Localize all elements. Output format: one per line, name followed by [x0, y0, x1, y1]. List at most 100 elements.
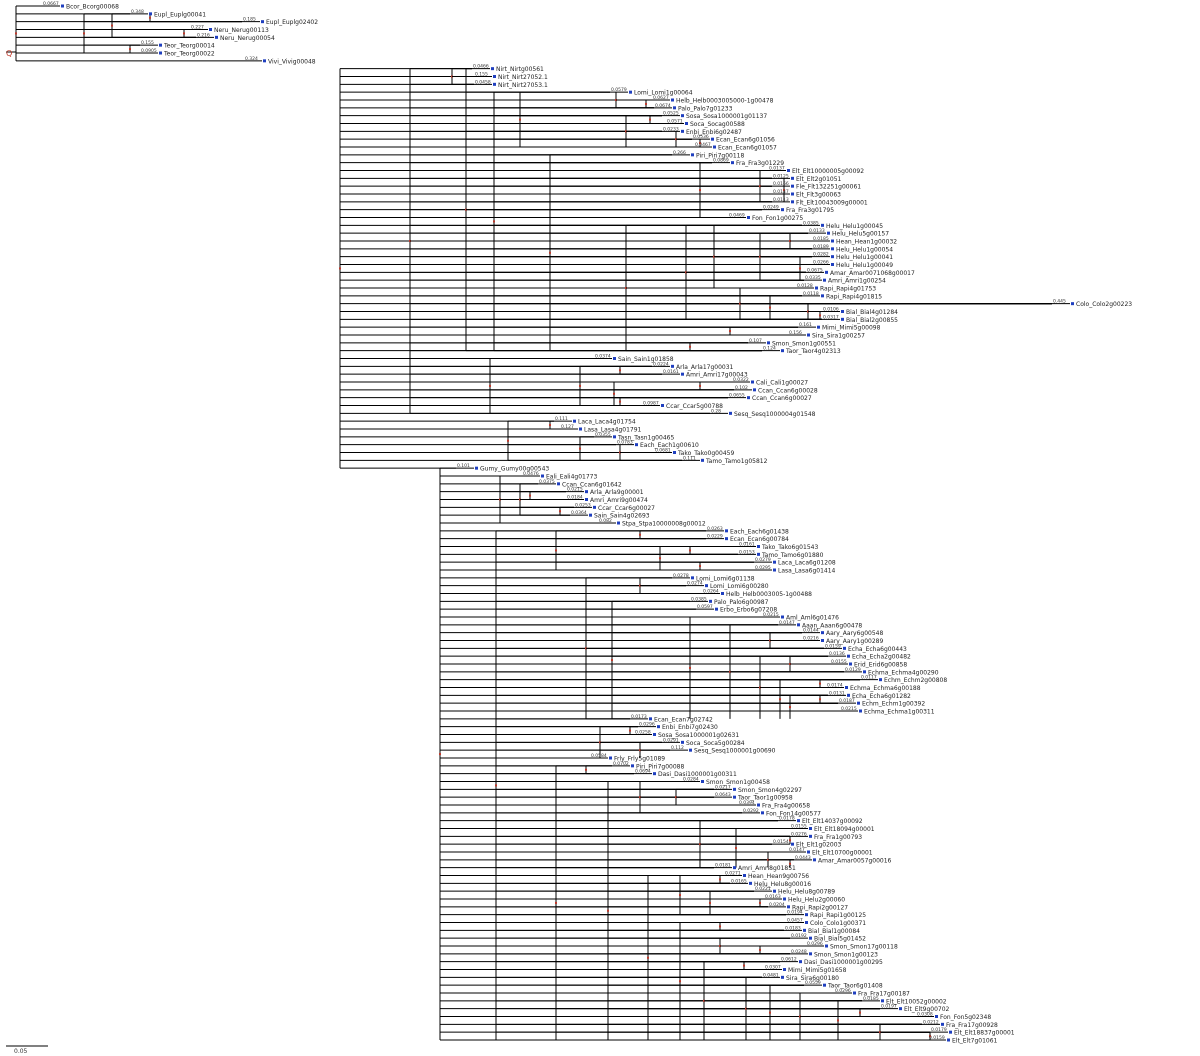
taxon-label: Each_Each1g00610 — [640, 442, 699, 449]
taxon-label: Eupl_Euplg02402 — [266, 19, 318, 26]
taxon-label: Dasi_Dasi1000001g00311 — [658, 771, 737, 778]
branch-support-value: 0.0113 — [773, 197, 789, 203]
branch-support-value: 0.0173 — [631, 714, 647, 720]
branch-support-value: 0.0153 — [739, 549, 755, 555]
taxon-marker — [827, 231, 830, 235]
taxon-label: Mimi_Mimi5g00098 — [822, 325, 881, 332]
taxon-label: Helu_Helu8g00016 — [754, 881, 811, 888]
branch-support-value: 0.107 — [749, 338, 762, 344]
node-marker — [607, 909, 609, 912]
branch-support-value: 0.0276 — [791, 831, 807, 837]
taxon-label: Ccar_Ccar6g00027 — [598, 505, 655, 512]
branch-support-value: 0.0355 — [595, 432, 611, 438]
taxon-label: Fon_Fon5g02348 — [940, 1014, 991, 1021]
taxon-marker — [859, 709, 862, 713]
node-marker — [149, 16, 151, 19]
node-marker — [769, 306, 771, 309]
branch-support-value: 0.0385 — [803, 220, 819, 226]
taxon-label: Helu_Helu8g00789 — [778, 889, 835, 896]
taxon-marker — [821, 631, 824, 635]
taxon-marker — [589, 513, 592, 517]
taxon-label: Elt_Elt10052g00002 — [886, 998, 947, 1005]
taxon-label: Tasn_Tasn1g00465 — [617, 434, 674, 441]
taxon-label: Soca_Soca5g00284 — [686, 740, 745, 747]
branch-support-value: 0.0295 — [755, 565, 771, 571]
taxon-label: Sosa_Sosa1000001g02631 — [658, 732, 739, 739]
branch-support-value: 0.0536 — [693, 134, 709, 140]
branch-support-value: 0.0144 — [803, 628, 819, 634]
node-marker — [579, 384, 581, 387]
taxon-marker — [585, 498, 588, 501]
taxon-marker — [809, 936, 812, 940]
branch-support-value: 0.155 — [141, 40, 154, 46]
node-marker — [659, 557, 661, 560]
taxon-label: Lasa_Lasa4g01791 — [584, 427, 642, 434]
taxon-marker — [731, 161, 734, 165]
node-marker — [611, 659, 613, 662]
taxon-label: Echa_Echa6g00443 — [848, 646, 907, 653]
taxon-marker — [809, 834, 812, 838]
taxon-marker — [821, 639, 824, 642]
taxon-marker — [815, 286, 818, 290]
branch-support-value: 0.0667 — [43, 1, 59, 7]
branch-support-value: 0.0212 — [923, 1019, 939, 1025]
taxon-label: Vivi_Vivig00048 — [268, 58, 316, 65]
taxon-marker — [657, 725, 660, 729]
taxon-label: Neru_Nerug00113 — [214, 27, 269, 34]
branch-support-value: 0.0481 — [763, 972, 779, 978]
taxon-label: Elt_Elt10000005g00092 — [792, 168, 864, 175]
taxon-marker — [821, 223, 824, 227]
taxon-marker — [847, 654, 850, 658]
taxon-label: Bial_Bial1g00084 — [808, 928, 860, 935]
taxon-marker — [791, 176, 794, 180]
taxon-marker — [781, 208, 784, 212]
node-marker — [489, 384, 491, 387]
branch-support-value: 0.0233 — [663, 126, 679, 132]
taxon-marker — [725, 529, 728, 533]
node-marker — [789, 862, 791, 865]
taxon-label: Elt_Elt10700g00001 — [812, 850, 873, 857]
branch-support-value: 0.082 — [599, 518, 612, 524]
branch-support-value: 0.0133 — [809, 228, 825, 234]
node-marker — [629, 729, 631, 732]
leaf-taxon: Tasn_Tasn1g00465 0.0355 — [595, 432, 674, 442]
branch-support-value: 0.0443 — [795, 855, 811, 861]
branch-support-value: 0.0394 — [739, 800, 755, 806]
taxon-label: Colo_Colo2g00223 — [1076, 301, 1132, 308]
taxon-marker — [781, 615, 784, 619]
taxon-marker — [757, 545, 760, 548]
node-marker — [819, 698, 821, 701]
taxon-label: Elt_Elt14037g00092 — [802, 818, 863, 825]
taxon-marker — [761, 811, 764, 815]
taxon-label: Aaan_Aaan6g00478 — [802, 622, 862, 629]
node-marker — [789, 706, 791, 709]
taxon-label: Fra_Fra17g00187 — [858, 991, 910, 998]
taxon-marker — [209, 28, 212, 31]
taxon-marker — [705, 584, 708, 588]
branch-support-value: 0.0217 — [715, 784, 731, 790]
taxon-label: Frly_Frly5g01089 — [614, 756, 665, 763]
branch-support-value: 0.0271 — [725, 871, 741, 877]
taxon-marker — [685, 122, 688, 125]
